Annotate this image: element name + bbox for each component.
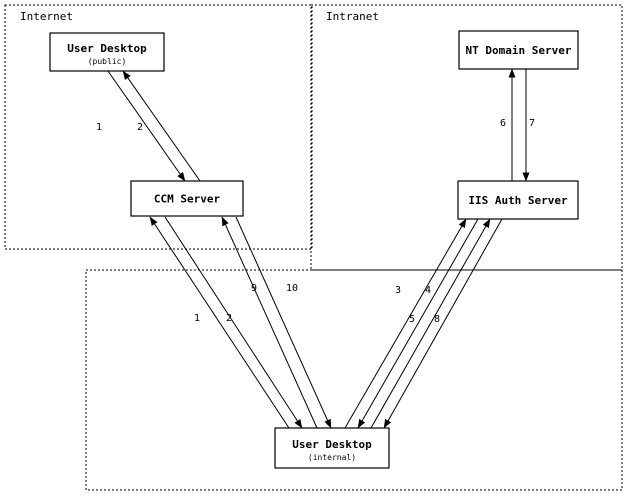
edge-label-edge-10: 10	[286, 283, 298, 294]
edges-layer	[107, 68, 530, 429]
node-subtitle-user-desktop-public: (public)	[88, 57, 127, 66]
edge-label-edge-1-public: 1	[96, 122, 102, 133]
zone-internal	[85, 269, 623, 491]
node-title-iis-auth-server: IIS Auth Server	[468, 194, 568, 207]
edge-label-edge-3: 3	[395, 285, 401, 296]
edge-label-edge-6: 6	[500, 118, 506, 129]
node-ccm-server[interactable]: CCM Server	[130, 180, 244, 217]
edge-8-iis-auth-server-to-user-desktop-internal	[383, 218, 503, 429]
edge-label-edge-5: 5	[409, 314, 415, 325]
node-title-user-desktop-public: User Desktop	[67, 42, 147, 55]
zone-label-internet: Internet	[20, 10, 73, 23]
edge-label-edge-2-public: 2	[137, 122, 143, 133]
edge-2-ccm-server-to-user-desktop-internal	[164, 216, 303, 429]
zones-layer: Internet Intranet	[4, 4, 623, 491]
node-title-ccm-server: CCM Server	[154, 193, 221, 206]
node-nt-domain-server[interactable]: NT Domain Server	[458, 30, 579, 70]
zone-internet	[4, 4, 313, 250]
edge-label-edge-2-internal: 2	[226, 313, 232, 324]
node-box-user-desktop-internal	[274, 427, 390, 469]
node-box-iis-auth-server	[457, 180, 579, 220]
node-user-desktop-internal[interactable]: User Desktop (internal)	[274, 427, 390, 469]
edge-label-edge-4: 4	[425, 285, 431, 296]
edge-label-edge-1-internal: 1	[194, 313, 200, 324]
edge-label-edge-7: 7	[529, 118, 535, 129]
edge-5-user-desktop-internal-to-iis-auth-server	[370, 218, 491, 429]
edge-1-user-desktop-internal-to-ccm-server	[149, 216, 290, 429]
edge-9-user-desktop-internal-to-ccm-server	[221, 216, 318, 429]
zone-label-intranet: Intranet	[326, 10, 379, 23]
node-iis-auth-server[interactable]: IIS Auth Server	[457, 180, 579, 220]
node-box-ccm-server	[130, 180, 244, 217]
edge-3-user-desktop-internal-to-iis-auth-server	[344, 218, 467, 429]
node-subtitle-user-desktop-internal: (internal)	[308, 453, 356, 462]
edge-label-edge-9: 9	[251, 283, 257, 294]
node-title-nt-domain-server: NT Domain Server	[466, 44, 572, 57]
node-title-user-desktop-internal: User Desktop	[292, 438, 372, 451]
edge-4-iis-auth-server-to-user-desktop-internal	[357, 218, 479, 429]
node-box-user-desktop-public	[49, 32, 165, 72]
node-user-desktop-public[interactable]: User Desktop (public)	[49, 32, 165, 72]
edge-labels-layer: 1 2 6 7 1 2 9 10 3 4 5 8	[96, 118, 535, 325]
edge-10-ccm-server-to-user-desktop-internal	[235, 216, 332, 429]
edge-2-ccm-server-to-user-desktop-public	[122, 70, 201, 182]
edge-label-edge-8: 8	[434, 314, 440, 325]
node-box-nt-domain-server	[458, 30, 579, 70]
nodes-layer: User Desktop (public) CCM Server NT Domain …	[49, 30, 579, 469]
edge-1-user-desktop-public-to-ccm-server	[107, 70, 186, 182]
